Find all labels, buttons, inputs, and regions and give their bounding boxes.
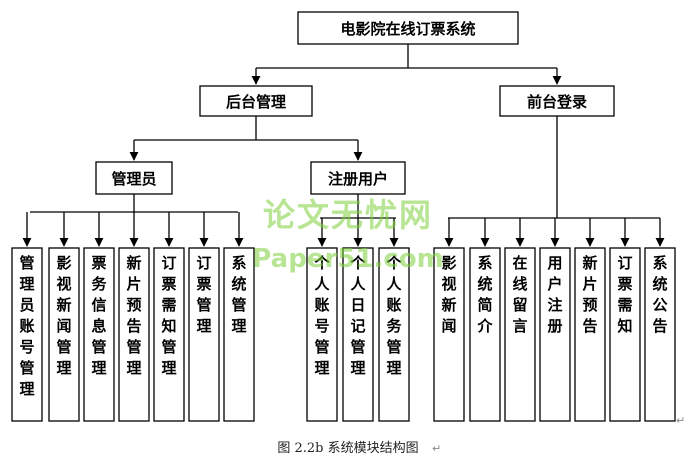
watermark-cn: 论文无忧网 <box>263 196 433 234</box>
admin-module-label: 影视新闻管理 <box>56 254 71 377</box>
admin-module-label: 系统管理 <box>231 254 246 335</box>
admin-label: 管理员 <box>111 170 156 188</box>
caption-paragraph-mark: ↵ <box>432 442 441 455</box>
module-boxes: 管理员账号管理 影视新闻管理 票务信息管理 新片预告管理 订票需知管理 订票管理 系统管理 个… <box>11 247 676 422</box>
watermark-en: Paper51.com <box>252 244 443 274</box>
frontend-module-label: 系统公告 <box>652 254 667 335</box>
registered-user-label: 注册用户 <box>328 170 388 188</box>
admin-module-box: 订票管理 <box>188 247 220 422</box>
root-label: 电影院在线订票系统 <box>340 20 475 38</box>
user-module-box: 个人账号管理 <box>306 247 338 422</box>
frontend-module-label: 系统简介 <box>476 254 493 335</box>
admin-module-label: 订票需知管理 <box>161 254 176 377</box>
user-module-label: 个人日记管理 <box>349 254 366 377</box>
registered-user-node: 注册用户 <box>310 161 406 195</box>
frontend-module-box: 系统公告 <box>644 247 676 422</box>
admin-module-label: 订票管理 <box>196 254 211 335</box>
frontend-module-label: 用户注册 <box>547 254 562 335</box>
frontend-module-box: 影视新闻 <box>433 247 465 422</box>
frontend-module-box: 新片预告 <box>574 247 606 422</box>
admin-module-label: 管理员账号管理 <box>19 254 34 398</box>
user-module-box: 个人日记管理 <box>342 247 374 422</box>
frontend-module-box: 在线留言 <box>504 247 536 422</box>
paragraph-mark: ↵ <box>676 414 685 427</box>
admin-module-box: 影视新闻管理 <box>48 247 80 422</box>
frontend-module-box: 订票需知 <box>609 247 641 422</box>
leaf-arrows <box>22 212 665 247</box>
admin-module-box: 票务信息管理 <box>83 247 115 422</box>
user-module-label: 个人账号管理 <box>313 254 330 377</box>
admin-module-box: 新片预告管理 <box>118 247 150 422</box>
backend-node: 后台管理 <box>199 85 313 117</box>
root-node: 电影院在线订票系统 <box>297 11 519 45</box>
watermark: 论文无忧网 Paper51.com <box>252 196 443 274</box>
figure-caption: 图 2.2b 系统模块结构图 <box>277 441 418 456</box>
admin-module-box: 订票需知管理 <box>153 247 185 422</box>
frontend-module-label: 影视新闻 <box>441 254 456 335</box>
admin-module-box: 系统管理 <box>223 247 255 422</box>
admin-module-label: 票务信息管理 <box>91 254 107 377</box>
frontend-module-box: 系统简介 <box>469 247 501 422</box>
user-module-box: 个人账务管理 <box>378 247 410 422</box>
admin-module-label: 新片预告管理 <box>126 254 141 377</box>
frontend-module-box: 用户注册 <box>539 247 571 422</box>
admin-module-box: 管理员账号管理 <box>11 247 43 422</box>
backend-label: 后台管理 <box>226 93 286 111</box>
frontend-module-label: 新片预告 <box>582 254 597 335</box>
user-module-label: 个人账务管理 <box>385 254 402 377</box>
frontend-node: 前台登录 <box>499 85 615 117</box>
frontend-module-label: 订票需知 <box>617 254 632 335</box>
frontend-label: 前台登录 <box>527 93 587 111</box>
frontend-module-label: 在线留言 <box>512 254 527 335</box>
admin-node: 管理员 <box>95 161 173 195</box>
